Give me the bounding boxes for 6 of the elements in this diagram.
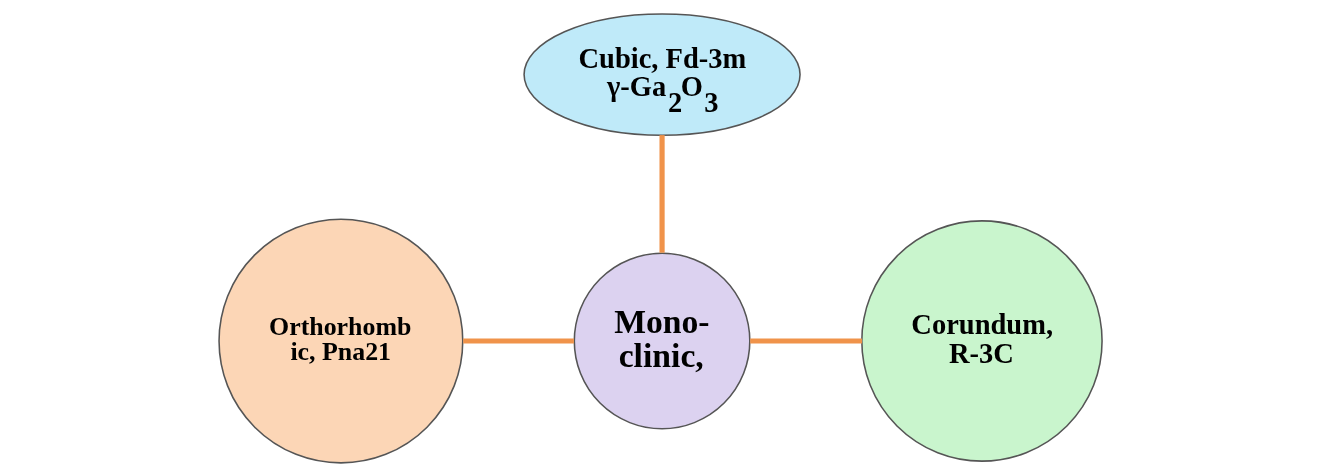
connector [462, 337, 574, 344]
node-circle: Corundum, R-3C [860, 219, 1103, 462]
node-circle: Orthorhomb ic, Pna21 [217, 217, 464, 464]
connector [749, 337, 862, 344]
connector [659, 134, 665, 253]
node-circle: Mono- clinic, [573, 252, 751, 430]
